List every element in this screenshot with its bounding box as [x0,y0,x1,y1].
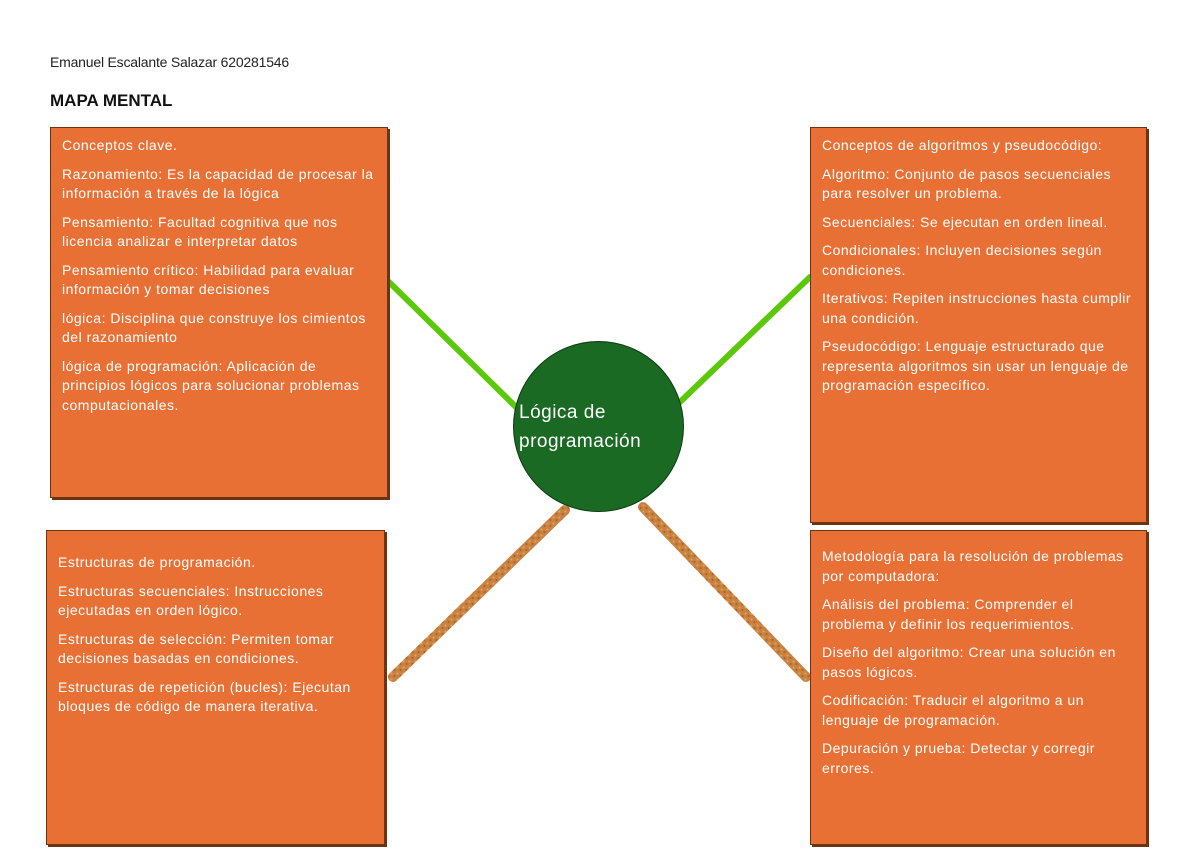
branch-item: Conceptos de algoritmos y pseudocódigo: [822,137,1103,153]
branch-item: Pensamiento: Facultad cognitiva que nos … [62,213,338,250]
branch-item: Estructuras secuenciales: Instrucciones … [58,582,324,619]
branch-item: Depuración y prueba: Detectar y corregir… [822,740,1095,776]
branch-item: Análisis del problema: Comprender el pro… [822,596,1075,632]
branch-item: Razonamiento: Es la capacidad de procesa… [62,165,374,202]
branch-item: Estructuras de selección: Permiten tomar… [58,630,334,667]
connector-bottom-left [388,505,570,682]
branch-estructuras-programacion: Estructuras de programación. Estructuras… [46,530,385,845]
branch-conceptos-clave: Conceptos clave. Razonamiento: Es la cap… [50,127,388,498]
central-node-line1: Lógica de [519,402,606,423]
branch-item: Conceptos clave. [62,137,178,153]
branch-item: Secuenciales: Se ejecutan en orden linea… [822,213,1108,230]
branch-item: Pseudocódigo: Lenguaje estructurado que … [822,338,1129,393]
branch-item: Estructuras de repetición (bucles): Ejec… [58,678,351,715]
branch-metodologia-resolucion: Metodología para la resolución de proble… [810,530,1147,845]
connector-top-right [677,274,813,405]
central-node-line2: programación [519,431,642,452]
connector-top-left [386,279,520,411]
connector-bottom-right [638,502,811,682]
branch-item: Algoritmo: Conjunto de pasos secuenciale… [822,165,1111,202]
branch-algoritmos-pseudocodigo: Conceptos de algoritmos y pseudocódigo: … [810,127,1147,523]
page-title: MAPA MENTAL [50,91,173,110]
branch-item: lógica: Disciplina que construye los cim… [62,309,366,346]
central-node [513,341,684,512]
author-line: Emanuel Escalante Salazar 620281546 [50,54,289,70]
branch-item: Pensamiento crítico: Habilidad para eval… [62,261,355,298]
branch-item: Codificación: Traducir el algoritmo a un… [822,692,1085,728]
branch-item: Diseño del algoritmo: Crear una solución… [822,644,1116,680]
branch-item: Metodología para la resolución de proble… [822,548,1124,584]
branch-item: lógica de programación: Aplicación de pr… [62,357,360,413]
branch-item: Condicionales: Incluyen decisiones según… [822,242,1102,278]
central-node-label: Lógica de programación [519,398,641,456]
branch-item: Estructuras de programación. [58,554,256,570]
branch-item: Iterativos: Repiten instrucciones hasta … [822,290,1132,326]
